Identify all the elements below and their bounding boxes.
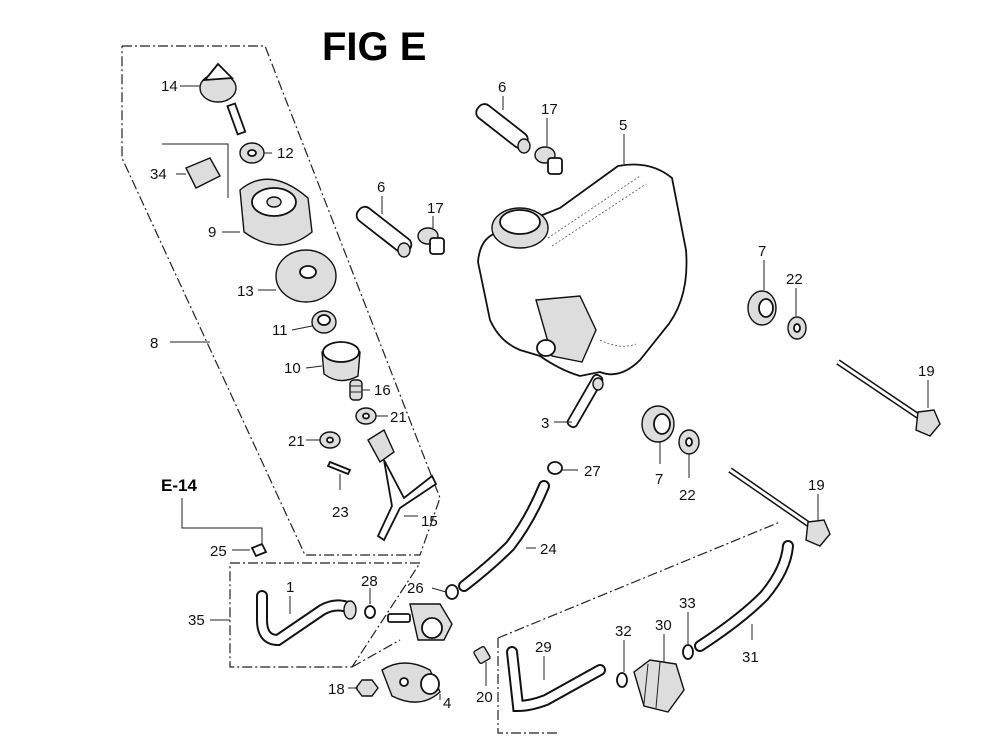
part-1-hose: [256, 590, 357, 647]
part-17-upper-grommet: [534, 146, 563, 175]
part-14-knob: [199, 62, 247, 136]
part-23-clip: [326, 460, 352, 476]
part-13-disc: [275, 249, 337, 303]
part-29-hose: [506, 646, 606, 713]
part-10-cup: [321, 341, 361, 382]
callout-14: 14: [161, 78, 178, 95]
callout-23: 23: [332, 504, 349, 521]
part-34-pad: [185, 157, 221, 189]
part-6-upper-tube: [475, 103, 531, 154]
part-31-hose: [694, 540, 794, 652]
part-25-clip: [250, 542, 268, 558]
part-3-tube: [566, 373, 604, 429]
callout-17-upper: 17: [541, 101, 558, 118]
callout-20: 20: [476, 689, 493, 706]
callout-31: 31: [742, 649, 759, 666]
part-19-bolt-upper: [836, 359, 941, 437]
callout-6-lower: 6: [377, 179, 385, 196]
callout-27: 27: [584, 463, 601, 480]
callout-19-upper: 19: [918, 363, 935, 380]
part-7-grommet-upper: [747, 290, 777, 326]
part-17-lower-grommet: [417, 227, 445, 255]
part-12-washer: [239, 142, 265, 164]
callout-15: 15: [421, 513, 438, 530]
callout-33: 33: [679, 595, 696, 612]
part-15-gauge: [367, 428, 438, 542]
part-7-grommet-lower: [641, 405, 675, 443]
group-outline-29-top: [497, 521, 781, 639]
callout-3: 3: [541, 415, 549, 432]
part-26-clamp: [445, 584, 459, 600]
callout-22-upper: 22: [786, 271, 803, 288]
part-21-washer-a: [355, 407, 377, 425]
part-19-bolt-lower: [728, 467, 831, 547]
callout-22-lower: 22: [679, 487, 696, 504]
callout-9: 9: [208, 224, 216, 241]
callout-25: 25: [210, 543, 227, 560]
part-32-clamp: [616, 672, 628, 688]
group-outline-8: [121, 45, 441, 556]
part-21-washer-b: [319, 431, 341, 449]
callout-1: 1: [286, 579, 294, 596]
part-30-filter: [633, 659, 685, 713]
part-16-spring: [349, 379, 363, 401]
callout-4: 4: [443, 695, 451, 712]
callout-8: 8: [150, 335, 158, 352]
group-outline-29: [497, 638, 560, 734]
part-18-nut: [355, 679, 379, 697]
part-6-lower-tube: [355, 205, 413, 258]
callout-35: 35: [188, 612, 205, 629]
callout-7-lower: 7: [655, 471, 663, 488]
callout-5: 5: [619, 117, 627, 134]
part-4-lever: [381, 662, 441, 703]
callout-21-left: 21: [288, 433, 305, 450]
callout-16: 16: [374, 382, 391, 399]
callout-12: 12: [277, 145, 294, 162]
part-5-fuel-tank: [477, 163, 688, 377]
part-20-screw: [473, 645, 491, 665]
part-11-ring: [311, 310, 337, 334]
callout-26: 26: [407, 580, 424, 597]
callout-6-upper: 6: [498, 79, 506, 96]
callout-11: 11: [272, 322, 288, 339]
part-24-hose: [458, 480, 550, 592]
figure-title: FIG E: [322, 25, 426, 69]
callout-21-right: 21: [390, 409, 407, 426]
callout-19-lower: 19: [808, 477, 825, 494]
callout-24: 24: [540, 541, 557, 558]
part-27-clamp: [547, 461, 563, 475]
leader-lines: [162, 85, 929, 700]
part-28-clamp: [364, 605, 376, 619]
callout-29: 29: [535, 639, 552, 656]
callout-10: 10: [284, 360, 301, 377]
part-22-washer-upper: [787, 316, 807, 340]
callout-17-lower: 17: [427, 200, 444, 217]
callout-30: 30: [655, 617, 672, 634]
reference-e14: E-14: [161, 476, 197, 495]
callout-32: 32: [615, 623, 632, 640]
part-fuel-valve: [387, 603, 453, 641]
part-22-washer-lower: [678, 429, 700, 455]
part-9-fuel-cap: [239, 178, 313, 246]
callout-13: 13: [237, 283, 254, 300]
group-outline-link: [351, 639, 401, 668]
callout-34: 34: [150, 166, 167, 183]
callout-28: 28: [361, 573, 378, 590]
callout-7-upper: 7: [758, 243, 766, 260]
part-33-clamp: [682, 644, 694, 660]
callout-18: 18: [328, 681, 345, 698]
